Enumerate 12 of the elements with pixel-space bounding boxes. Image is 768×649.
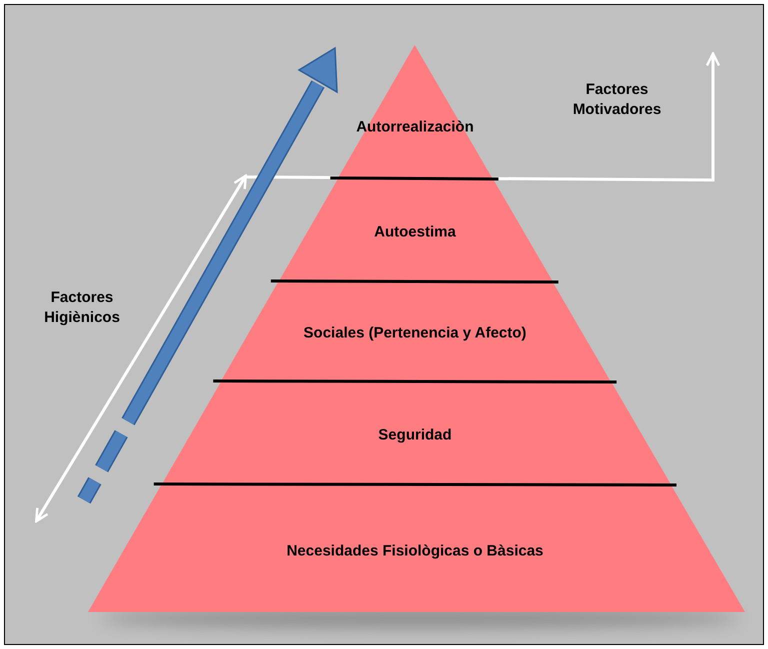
level-label: Necesidades Fisiològicas o Bàsicas xyxy=(286,542,544,560)
level-label: Autoestima xyxy=(374,223,456,240)
level-label: Sociales (Pertenencia y Afecto) xyxy=(304,324,526,342)
pyramid-level xyxy=(88,484,745,612)
pyramid-level xyxy=(338,45,492,178)
pyramid-level xyxy=(221,281,611,381)
factor-label: Factores Higiènicos xyxy=(43,288,121,328)
factor-label: Factores Motivadores xyxy=(572,80,662,120)
level-label: Autorrealizaciòn xyxy=(356,118,474,136)
pyramid-level xyxy=(162,381,670,484)
pyramid-level xyxy=(278,178,552,281)
level-label: Seguridad xyxy=(378,426,452,444)
